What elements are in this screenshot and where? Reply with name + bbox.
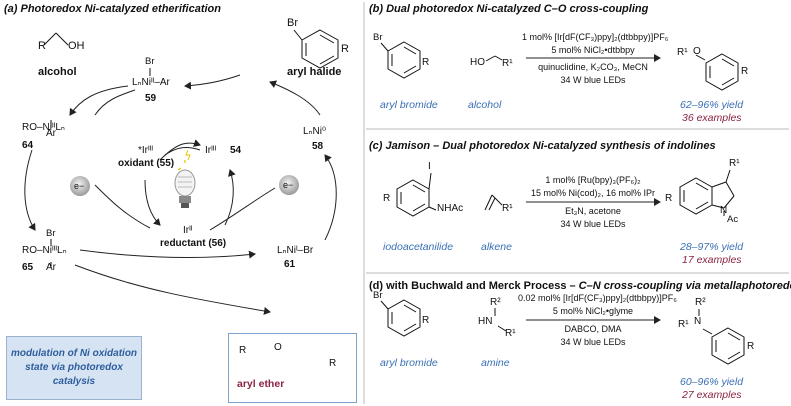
ni65-ar: Ar: [46, 262, 56, 273]
b-examples: 36 examples: [682, 112, 742, 124]
ni61-complex: LₙNiᴵ–Br: [277, 245, 314, 256]
d-r1: R¹: [505, 328, 516, 339]
c-nhac: NHAc: [437, 203, 464, 214]
d-aryl-bromide: [380, 299, 421, 337]
ir-56: Irᴵᴵ: [183, 225, 193, 236]
aryl-halide-r: R: [341, 43, 349, 55]
c-examples: 17 examples: [682, 254, 742, 266]
aryl-halide-label: aryl halide: [287, 66, 342, 78]
alcohol-label: alcohol: [38, 66, 77, 78]
aryl-ether-label: aryl ether: [237, 378, 285, 390]
c-conditions-top: 1 mol% [Ru(bpy)₃(PF₆)₂ 15 mol% Ni(cod)₂,…: [530, 175, 656, 198]
d-amine: [494, 308, 507, 332]
c-product-ac: Ac: [727, 214, 739, 225]
d-r2: R²: [490, 297, 501, 308]
compound-65: 65: [22, 262, 34, 273]
aryl-halide-ring: [293, 29, 339, 69]
b-br: Br: [373, 32, 383, 43]
c-reagent2-label: alkene: [481, 241, 512, 253]
panel-b-title: (b) Dual photoredox Ni-catalyzed C–O cro…: [369, 3, 649, 15]
d-reagent2-label: amine: [481, 357, 510, 369]
alcohol-r: R: [38, 40, 46, 52]
d-conditions-top: 0.02 mol% [Ir[dF(CF₃)ppy]₂(dtbbpy)]PF₆ 5…: [518, 293, 677, 316]
d-product-r2: R²: [695, 297, 706, 308]
aryl-ether-o: O: [274, 342, 282, 353]
c-i: I: [428, 161, 431, 172]
reductant-label: reductant (56): [160, 238, 227, 249]
ni64-complex: RO–NiᴵᴵLₙ: [22, 122, 65, 133]
d-product: [698, 309, 745, 365]
compound-59: 59: [145, 93, 157, 104]
b-r1: R¹: [502, 58, 513, 69]
alcohol-oh: OH: [68, 40, 85, 52]
panel-c-title: (c) Jamison – Dual photoredox Ni-catalyz…: [369, 140, 716, 152]
aryl-ether-ring-r: R: [329, 358, 337, 369]
compound-58: 58: [312, 141, 324, 152]
ir-54: Irᴵᴵᴵ: [205, 145, 217, 156]
c-conditions-bottom: Et₃N, acetone 34 W blue LEDs: [560, 206, 626, 229]
c-product-r: R: [665, 193, 673, 204]
electron-left-label: e−: [74, 181, 85, 191]
panel-d-title: (d) with Buchwald and Merck Process – C–…: [369, 280, 791, 292]
b-alcohol: [485, 55, 503, 62]
aryl-ether-box: aryl ether: [228, 333, 357, 403]
d-hn: HN: [478, 316, 493, 327]
b-product: [695, 53, 739, 91]
c-iodoacetanilide: [396, 172, 437, 217]
b-product-r1: R¹: [677, 47, 688, 58]
d-product-r1: R¹: [678, 319, 689, 330]
c-product-n: N: [720, 205, 728, 216]
b-reagent2-label: alcohol: [468, 99, 502, 111]
ni64-ar: Ar: [46, 128, 56, 139]
b-product-r: R: [741, 66, 749, 77]
c-r1: R¹: [502, 203, 513, 214]
compound-64: 64: [22, 140, 34, 151]
ni65-br: Br: [46, 228, 56, 239]
d-r: R: [422, 315, 430, 326]
b-reagent1-label: aryl bromide: [380, 99, 438, 111]
compound-54: 54: [230, 145, 242, 156]
alcohol-structure: [43, 32, 69, 46]
c-reagent1-label: iodoacetanilide: [383, 241, 454, 253]
ir-excited: *Irᴵᴵᴵ: [138, 145, 154, 156]
modulation-box: modulation of Ni oxidation state via pho…: [6, 336, 142, 400]
ni65-complex: RO–NiᴵᴵᴵLₙ: [22, 245, 67, 256]
b-r: R: [422, 57, 430, 68]
oxidant-label: oxidant (55): [118, 158, 175, 169]
aryl-halide-br: Br: [287, 17, 298, 29]
aryl-ether-r: R: [239, 345, 247, 356]
d-product-r: R: [747, 341, 755, 352]
d-reagent1-label: aryl bromide: [380, 357, 438, 369]
electron-left: [70, 176, 90, 196]
panel-a-title: (a) Photoredox Ni-catalyzed etherificati…: [4, 3, 221, 15]
b-conditions-bottom: quinuclidine, K₂CO₃, MeCN 34 W blue LEDs: [538, 62, 648, 85]
d-conditions-bottom: DABCO, DMA 34 W blue LEDs: [560, 324, 626, 347]
d-yield: 60–96% yield: [680, 376, 744, 388]
d-product-n: N: [694, 316, 702, 327]
c-indoline: [679, 169, 735, 216]
compound-61: 61: [284, 259, 296, 270]
ni59-br: Br: [145, 56, 155, 67]
b-ho: HO: [470, 57, 485, 68]
ni59-complex: LₙNiᴵᴵ–Ar: [132, 77, 170, 88]
c-alkene: [484, 194, 503, 211]
d-br: Br: [373, 290, 383, 301]
b-aryl-bromide: [380, 41, 421, 79]
b-conditions-top: 1 mol% [Ir[dF(CF₃)ppy]₂(dtbbpy)]PF₆ 5 mo…: [522, 32, 669, 55]
b-product-o: O: [693, 46, 701, 57]
b-yield: 62–96% yield: [680, 99, 744, 111]
d-examples: 27 examples: [682, 389, 742, 401]
c-product-r1: R¹: [729, 158, 740, 169]
c-yield: 28–97% yield: [680, 241, 744, 253]
lightbulb-icon: [174, 149, 196, 208]
ni58-complex: LₙNi⁰: [303, 126, 326, 137]
electron-right: [279, 175, 299, 195]
electron-right-label: e−: [283, 180, 294, 190]
c-r: R: [383, 193, 391, 204]
